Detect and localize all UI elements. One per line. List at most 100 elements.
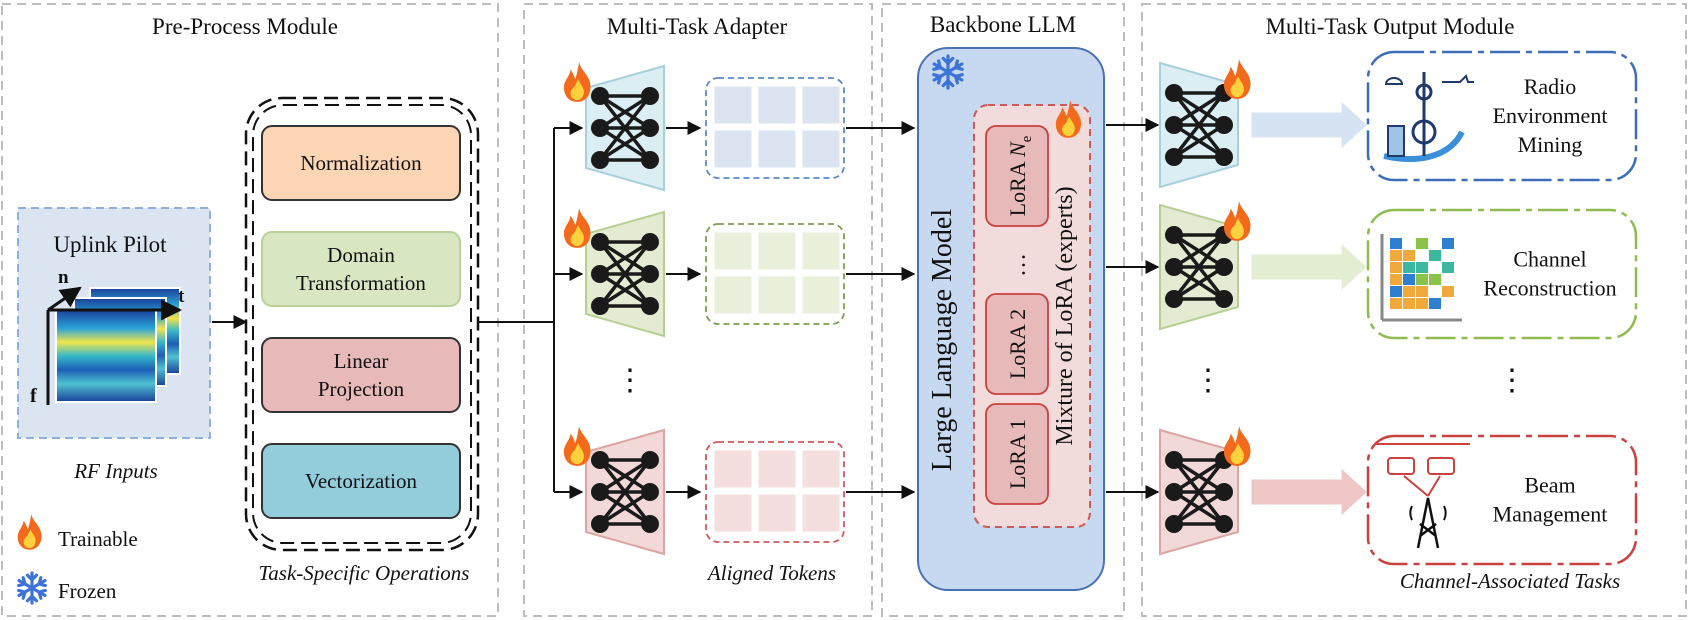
section-title-output: Multi-Task Output Module (1266, 14, 1515, 39)
neural-net-icon (585, 428, 665, 556)
task-label: Management (1493, 502, 1608, 527)
snowflake-icon (932, 54, 964, 90)
neural-net-icon (1159, 203, 1239, 331)
heatmap-grid-icon (1380, 234, 1462, 322)
token-cell (713, 129, 753, 169)
neural-net-icon (585, 64, 665, 192)
adapter-row (563, 208, 845, 338)
task-arrow (1251, 468, 1367, 516)
pilot-layer-front (55, 309, 157, 403)
adapter-row (563, 426, 845, 556)
section-title-preprocess: Pre-Process Module (152, 14, 338, 39)
token-cell (801, 231, 841, 271)
neural-net-icon (1159, 428, 1239, 556)
operation-label: Vectorization (305, 469, 417, 493)
section-title-backbone: Backbone LLM (930, 12, 1076, 37)
uplink-pilot-title: Uplink Pilot (53, 232, 167, 257)
aligned-tokens-caption: Aligned Tokens (706, 561, 836, 585)
task-box (1366, 50, 1638, 182)
token-cell (713, 85, 753, 125)
ops-caption: Task-Specific Operations (259, 561, 470, 585)
task-label: Beam (1524, 473, 1575, 498)
token-cell (757, 449, 797, 489)
lora-label: LoRA 2 (1005, 309, 1030, 379)
antenna-tower-icon (1376, 443, 1470, 549)
axis-t-label: t (178, 286, 185, 307)
fire-icon (563, 426, 591, 466)
output-ellipsis: ⋮ (1193, 364, 1223, 397)
adapter-row (563, 62, 845, 192)
fire-icon (563, 62, 591, 102)
token-cell (801, 493, 841, 533)
task-label: Channel (1513, 247, 1586, 272)
operation-label: Linear (334, 349, 389, 373)
token-cell (757, 231, 797, 271)
token-cell (757, 493, 797, 533)
operation-label: Transformation (296, 271, 426, 295)
operation-label: Normalization (300, 151, 422, 175)
fire-icon (1223, 201, 1251, 241)
token-cell (713, 275, 753, 315)
tasks-caption: Channel-Associated Tasks (1400, 569, 1620, 593)
fire-icon (563, 208, 591, 248)
backbone-llm: Large Language Model Mixture of LoRA (ex… (917, 47, 1105, 591)
legend-trainable-label: Trainable (58, 527, 138, 551)
task-label: Mining (1518, 132, 1583, 157)
legend-frozen-label: Frozen (58, 579, 117, 603)
axis-f-label: f (30, 385, 37, 407)
multi-task-output: RadioEnvironmentMiningChannelReconstruct… (1159, 50, 1638, 566)
lora-box (985, 403, 1049, 505)
snowflake-icon (17, 571, 47, 605)
section-frames (1, 3, 1687, 617)
operation-box: Vectorization (261, 443, 461, 519)
fire-icon (1055, 100, 1081, 138)
token-cell (757, 85, 797, 125)
multi-task-adapter (563, 62, 845, 556)
section-title-adapter: Multi-Task Adapter (607, 14, 788, 39)
neural-net-icon (585, 210, 665, 338)
llm-to-output-arrows (1106, 118, 1160, 499)
axis-n-line (47, 286, 82, 312)
llm-label: Large Language Model (927, 209, 958, 471)
task-label: Environment (1493, 103, 1608, 128)
fire-icon (1223, 426, 1251, 466)
task-label: Reconstruction (1483, 276, 1616, 301)
fire-icon (1055, 100, 1081, 138)
token-cell (801, 449, 841, 489)
adapter-to-llm-arrows (846, 121, 916, 499)
lora-box (985, 293, 1049, 395)
token-cell (713, 449, 753, 489)
token-cell (757, 275, 797, 315)
rf-input-block: Uplink Pilot n t f RF Inputs (17, 207, 211, 483)
rf-inputs-caption: RF Inputs (73, 459, 157, 483)
tower-city-icon (1383, 72, 1474, 162)
tasks-ellipsis: ⋮ (1497, 364, 1527, 397)
task-box (1366, 434, 1638, 566)
fire-icon (17, 514, 42, 550)
moe-label: Mixture of LoRA (experts) (1052, 186, 1078, 445)
task-arrow (1251, 101, 1367, 149)
ops-to-adapter-connectors (478, 121, 584, 499)
snowflake-icon (932, 54, 964, 90)
adapter-ellipsis: ⋮ (615, 364, 645, 397)
task-specific-operations: NormalizationDomainTransformationLinearP… (261, 125, 461, 519)
lora-box (985, 125, 1049, 227)
token-cell (713, 493, 753, 533)
neural-net-icon (1159, 61, 1239, 189)
legend: Trainable Frozen (17, 514, 138, 605)
task-label: Radio (1524, 74, 1577, 99)
task-arrow (1251, 243, 1367, 291)
token-cell (801, 85, 841, 125)
lora-label: LoRA 1 (1005, 419, 1030, 489)
snowflake-icon (17, 571, 47, 605)
fire-icon (1223, 59, 1251, 99)
operation-label: Projection (318, 377, 405, 401)
token-cell (801, 129, 841, 169)
token-cell (757, 129, 797, 169)
